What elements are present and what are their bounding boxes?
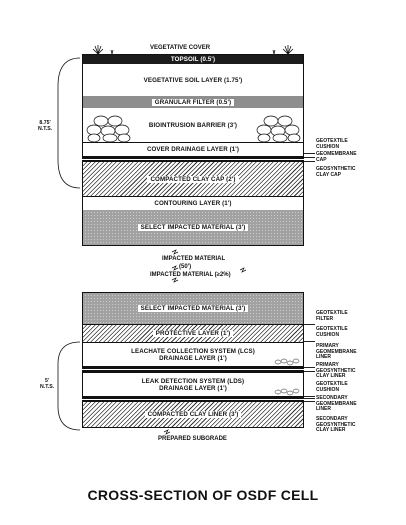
note-line: GEOSYNTHETIC bbox=[316, 166, 356, 172]
note-line: GEOMEMBRANE bbox=[316, 151, 357, 157]
lds-label: LEAK DETECTION SYSTEM (LDS) DRAINAGE LAY… bbox=[138, 377, 248, 392]
note-line: CUSHION bbox=[316, 143, 340, 150]
note-geotextile-filter: GEOTEXTILE FILTER bbox=[316, 310, 348, 322]
note-line: GEOTEXTILE bbox=[316, 138, 348, 144]
biointrusion-label: BIOINTRUSION BARRIER (3') bbox=[145, 121, 241, 129]
biointrusion-cobbles bbox=[86, 115, 301, 143]
gcl-cap-line bbox=[82, 160, 304, 162]
lds-line-2: DRAINAGE LAYER (1') bbox=[159, 384, 227, 392]
select-impacted-cap-label: SELECT IMPACTED MATERIAL (3') bbox=[137, 224, 249, 231]
note-line: GEOTEXTILE bbox=[316, 310, 348, 316]
lcs-label: LEACHATE COLLECTION SYSTEM (LCS) DRAINAG… bbox=[128, 347, 258, 362]
liner-dimension-bracket bbox=[57, 341, 81, 431]
layer-select-impacted-liner: SELECT IMPACTED MATERIAL (3') bbox=[82, 292, 304, 324]
liner-height-value: 5' bbox=[45, 378, 50, 384]
topsoil-label: TOPSOIL (0.5') bbox=[170, 56, 216, 63]
note-line: SECONDARY bbox=[316, 416, 348, 422]
liner-height-label: 5' N.T.S. bbox=[40, 378, 54, 390]
note-secondary-gcl: SECONDARY GEOSYNTHETIC CLAY LINER bbox=[316, 416, 356, 434]
layer-granular-filter: GRANULAR FILTER (0.5') bbox=[82, 96, 304, 108]
break-symbols bbox=[171, 249, 247, 283]
leader-line bbox=[304, 324, 315, 325]
note-line: SECONDARY bbox=[316, 395, 348, 401]
leader-line bbox=[304, 153, 315, 154]
secondary-geomembrane-line bbox=[82, 396, 304, 399]
lcs-line-1: LEACHATE COLLECTION SYSTEM (LCS) bbox=[131, 347, 255, 355]
protective-label: PROTECTIVE LAYER (1') bbox=[152, 330, 234, 337]
page-title: CROSS-SECTION OF OSDF CELL bbox=[87, 487, 319, 503]
layer-compacted-clay-cap: COMPACTED CLAY CAP (2') bbox=[82, 162, 304, 196]
select-impacted-liner-label: SELECT IMPACTED MATERIAL (3') bbox=[137, 305, 249, 312]
note-line: CLAY CAP bbox=[316, 171, 342, 178]
note-line: LINER bbox=[316, 406, 331, 413]
note-primary-gcl: PRIMARY GEOSYNTHETIC CLAY LINER bbox=[316, 362, 356, 380]
impacted-material-label: IMPACTED MATERIAL bbox=[162, 256, 226, 262]
note-geotextile-cushion-liner: GEOTEXTILE CUSHION bbox=[316, 326, 348, 338]
cap-height-value: 8.75' bbox=[39, 120, 51, 126]
compacted-clay-liner-label: COMPACTED CLAY LINER (3') bbox=[144, 411, 242, 418]
note-primary-geomembrane: PRIMARY GEOMEMBRANE LINER bbox=[316, 343, 357, 361]
cap-nts: N.T.S. bbox=[38, 126, 53, 132]
note-line: CAP bbox=[316, 156, 327, 163]
leader-line bbox=[304, 367, 315, 368]
note-line: PRIMARY bbox=[316, 343, 339, 349]
impacted-slope-label: IMPACTED MATERIAL (≥2%) bbox=[150, 272, 231, 278]
lds-line-1: LEAK DETECTION SYSTEM (LDS) bbox=[141, 377, 245, 385]
lcs-gravel bbox=[274, 358, 300, 366]
note-line: CUSHION bbox=[316, 331, 340, 338]
primary-geomembrane-line bbox=[82, 366, 304, 369]
note-line: GEOTEXTILE bbox=[316, 381, 348, 387]
note-line: GEOSYNTHETIC bbox=[316, 367, 356, 374]
layer-select-impacted-cap: SELECT IMPACTED MATERIAL (3') bbox=[82, 210, 304, 246]
note-gcl-cap: GEOSYNTHETIC CLAY CAP bbox=[316, 166, 356, 178]
cover-drainage-label: COVER DRAINAGE LAYER (1') bbox=[143, 146, 243, 153]
note-line: GEOMEMBRANE bbox=[316, 400, 357, 407]
note-geomembrane-cap: GEOMEMBRANE CAP bbox=[316, 151, 357, 163]
cap-height-label: 8.75' N.T.S. bbox=[38, 120, 52, 132]
leader-line bbox=[304, 371, 315, 372]
impacted-depth-label: (50') bbox=[179, 264, 192, 270]
layer-cover-drainage: COVER DRAINAGE LAYER (1') bbox=[82, 142, 304, 156]
note-line: GEOSYNTHETIC bbox=[316, 421, 356, 428]
layer-protective: PROTECTIVE LAYER (1') bbox=[82, 324, 304, 342]
note-secondary-geomembrane: SECONDARY GEOMEMBRANE LINER bbox=[316, 395, 357, 413]
layer-compacted-clay-liner: COMPACTED CLAY LINER (3') bbox=[82, 402, 304, 428]
note-geotextile-cushion-2: GEOTEXTILE CUSHION bbox=[316, 381, 348, 393]
layer-vegetative-soil: VEGETATIVE SOIL LAYER (1.75') bbox=[82, 64, 304, 96]
layer-lds: LEAK DETECTION SYSTEM (LDS) DRAINAGE LAY… bbox=[82, 372, 304, 396]
layer-lcs: LEACHATE COLLECTION SYSTEM (LCS) DRAINAG… bbox=[82, 342, 304, 366]
leader-line bbox=[304, 401, 315, 402]
prepared-subgrade-label: PREPARED SUBGRADE bbox=[158, 436, 227, 442]
note-line: CUSHION bbox=[316, 386, 340, 393]
vegetative-soil-label: VEGETATIVE SOIL LAYER (1.75') bbox=[140, 76, 246, 84]
note-line: CLAY LINER bbox=[316, 427, 346, 434]
layer-topsoil: TOPSOIL (0.5') bbox=[82, 54, 304, 64]
cap-dimension-bracket bbox=[57, 57, 81, 189]
note-line: LINER bbox=[316, 354, 331, 361]
compacted-clay-cap-label: COMPACTED CLAY CAP (2') bbox=[147, 175, 239, 183]
leader-line bbox=[304, 161, 315, 162]
contouring-label: CONTOURING LAYER (1') bbox=[151, 200, 235, 207]
leader-line bbox=[304, 341, 315, 342]
note-line: CLAY LINER bbox=[316, 373, 346, 380]
lcs-line-2: DRAINAGE LAYER (1') bbox=[159, 354, 227, 362]
note-geotextile-cushion-cap: GEOTEXTILE CUSHION bbox=[316, 138, 348, 150]
granular-filter-label: GRANULAR FILTER (0.5') bbox=[151, 98, 235, 106]
note-line: FILTER bbox=[316, 315, 334, 322]
lds-gravel bbox=[274, 388, 300, 396]
leader-line bbox=[304, 396, 315, 397]
liner-nts: N.T.S. bbox=[40, 384, 55, 390]
note-line: GEOTEXTILE bbox=[316, 326, 348, 332]
leader-line bbox=[304, 157, 315, 158]
note-line: PRIMARY bbox=[316, 362, 339, 368]
primary-gcl-line bbox=[82, 370, 304, 372]
layer-contouring: CONTOURING LAYER (1') bbox=[82, 196, 304, 210]
leader-line bbox=[304, 398, 315, 399]
vegetation-tufts bbox=[92, 45, 294, 55]
secondary-gcl-line bbox=[82, 400, 304, 402]
geomembrane-cap-line bbox=[82, 156, 304, 159]
vegetative-cover-label: VEGETATIVE COVER bbox=[150, 45, 211, 51]
note-line: GEOMEMBRANE bbox=[316, 348, 357, 355]
subgrade-break bbox=[163, 429, 171, 435]
